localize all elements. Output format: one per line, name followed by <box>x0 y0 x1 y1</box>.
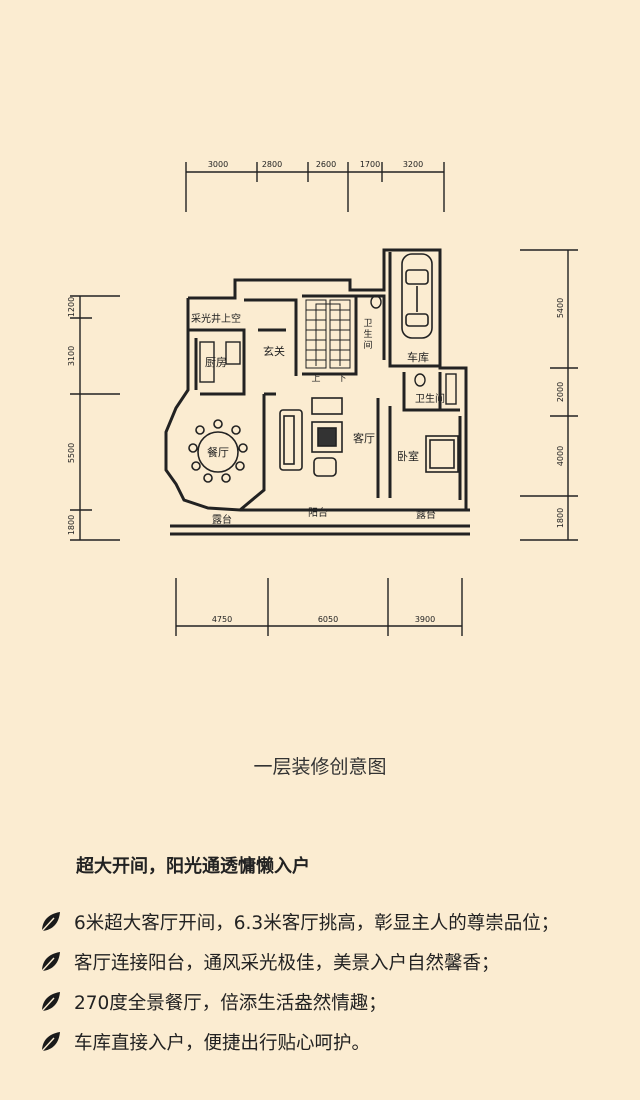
room-foyer: 玄关 <box>263 344 285 358</box>
kitchen-counter <box>199 341 241 383</box>
dim-right-4: 1800 <box>556 508 565 528</box>
dim-top-3: 2600 <box>316 160 336 169</box>
list-item: 6米超大客厅开间，6.3米客厅挑高，彰显主人的尊崇品位； <box>38 902 559 942</box>
stairs <box>305 299 351 369</box>
floor-plan: 3000 2800 2600 1700 3200 1200 3100 5500 … <box>67 160 578 636</box>
feature-list: 6米超大客厅开间，6.3米客厅挑高，彰显主人的尊崇品位； 客厅连接阳台，通风采光… <box>38 902 559 1062</box>
room-terrace-right: 露台 <box>416 508 436 521</box>
dim-bottom-1: 4750 <box>212 615 232 624</box>
dim-right-1: 5400 <box>556 298 565 318</box>
feature-text: 270度全景餐厅，倍添生活盎然情趣； <box>74 993 387 1014</box>
car-icon <box>401 253 433 339</box>
dim-left-1: 1200 <box>67 297 76 317</box>
dim-top-4: 1700 <box>360 160 380 169</box>
room-skylight: 采光井上空 <box>191 312 241 325</box>
room-bath-side: 卫生间 <box>415 392 445 405</box>
dim-bottom-2: 6050 <box>318 615 338 624</box>
room-bath-top-2: 生 <box>363 328 372 340</box>
list-item: 客厅连接阳台，通风采光极佳，美景入户自然馨香； <box>38 942 559 982</box>
dim-left-3: 5500 <box>67 443 76 463</box>
walls <box>164 248 470 536</box>
room-garage: 车库 <box>407 350 429 364</box>
bed <box>425 435 459 473</box>
top-dimension-line <box>185 162 445 212</box>
dim-top-5: 3200 <box>403 160 423 169</box>
sofa-set <box>279 397 343 477</box>
room-bedroom: 卧室 <box>397 449 419 463</box>
list-item: 车库直接入户，便捷出行贴心呵护。 <box>38 1022 559 1062</box>
dim-left-4: 1800 <box>67 515 76 535</box>
list-item: 270度全景餐厅，倍添生活盎然情趣； <box>38 982 559 1022</box>
room-balcony: 阳台 <box>308 506 328 519</box>
dim-bottom-3: 3900 <box>415 615 435 624</box>
section-headline: 超大开间，阳光通透慵懒入户 <box>76 856 310 877</box>
room-dining: 餐厅 <box>207 445 229 459</box>
leaf-icon <box>41 912 60 932</box>
room-kitchen: 厨房 <box>205 356 227 369</box>
room-bath-top-1: 卫 <box>363 319 372 329</box>
feature-text: 6米超大客厅开间，6.3米客厅挑高，彰显主人的尊崇品位； <box>74 913 560 934</box>
right-dimension-line <box>520 249 578 541</box>
toilet-fixtures <box>370 295 457 405</box>
dining-table <box>188 419 248 483</box>
stair-down-label: 下 <box>337 374 346 384</box>
feature-text: 车库直接入户，便捷出行贴心呵护。 <box>74 1033 371 1054</box>
feature-text: 客厅连接阳台，通风采光极佳，美景入户自然馨香； <box>74 953 500 974</box>
room-terrace-left: 露台 <box>212 513 232 526</box>
left-dimension-line <box>70 295 120 541</box>
room-bath-top-3: 间 <box>363 339 372 351</box>
dim-right-3: 4000 <box>556 446 565 466</box>
bottom-dimension-line <box>175 578 463 636</box>
dim-top-2: 2800 <box>262 160 282 169</box>
dim-right-2: 2000 <box>556 382 565 402</box>
dim-top-1: 3000 <box>208 160 228 169</box>
leaf-icon <box>41 952 60 972</box>
plan-caption: 一层装修创意图 <box>253 756 387 778</box>
leaf-icon <box>41 992 60 1012</box>
dim-left-2: 3100 <box>67 346 76 366</box>
stair-up-label: 上 <box>311 373 320 384</box>
room-living: 客厅 <box>353 431 375 445</box>
leaf-icon <box>41 1032 60 1052</box>
